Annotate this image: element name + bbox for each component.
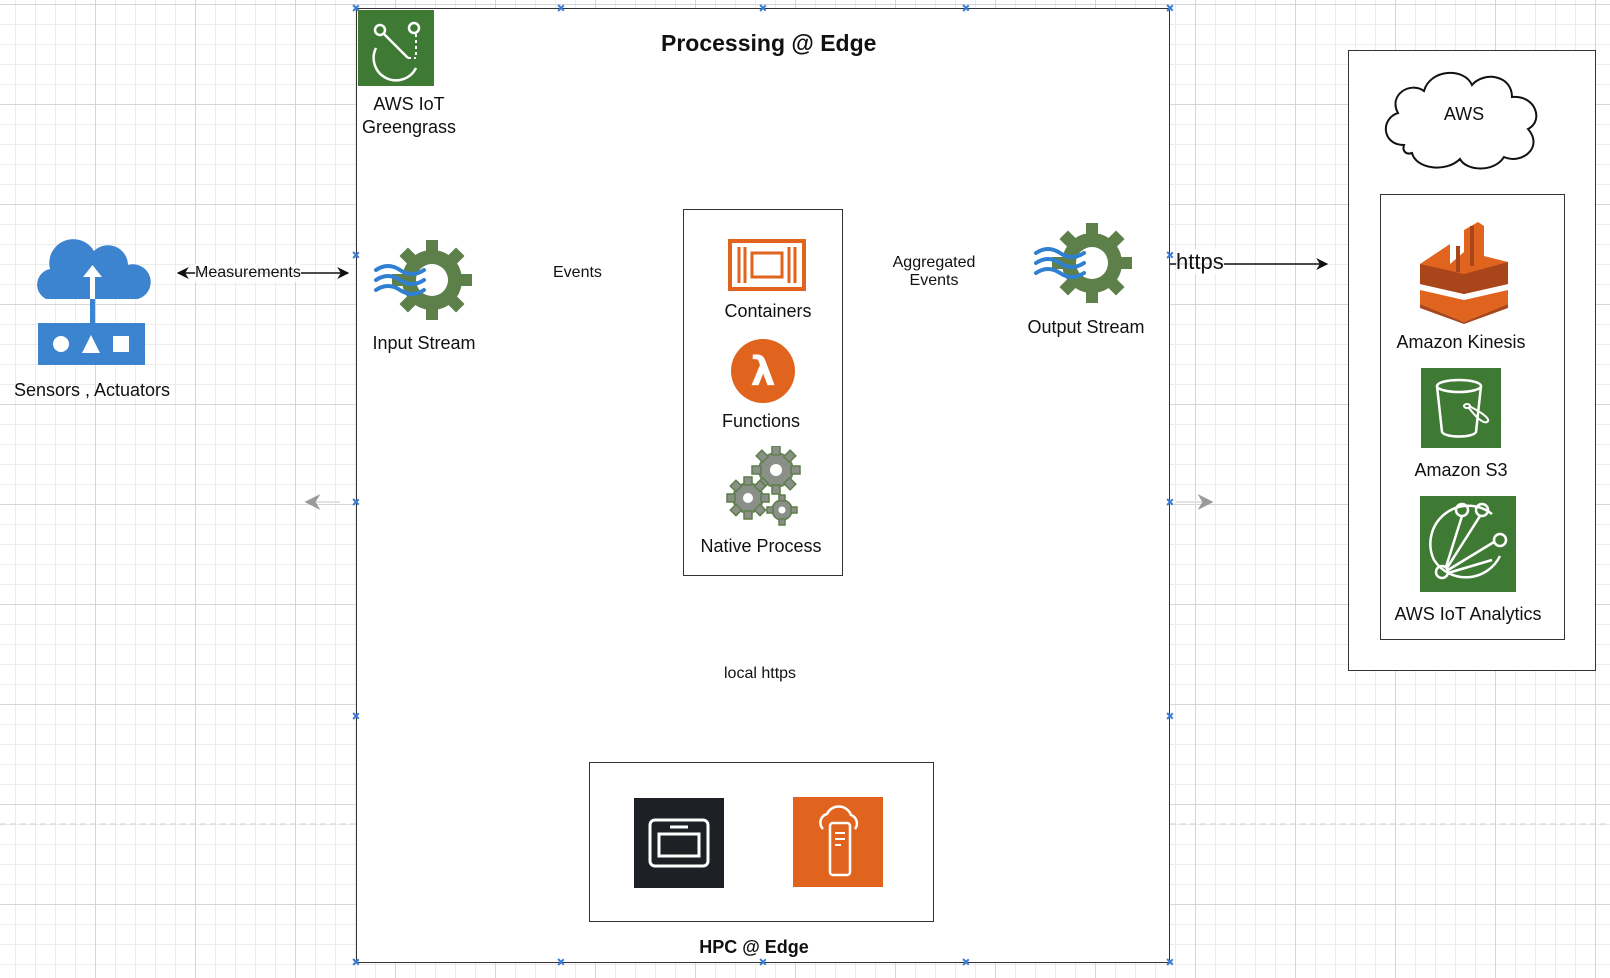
input-stream-label: Input Stream (372, 333, 476, 353)
edge-device-icon[interactable] (634, 798, 724, 888)
selection-handle (1167, 5, 1173, 11)
selection-handle (963, 5, 969, 11)
cloud-icon[interactable] (1376, 61, 1552, 173)
local-https-label: local https (724, 665, 797, 684)
selection-handle (963, 959, 969, 965)
input-stream-icon[interactable] (372, 240, 476, 322)
native-process-label: Native Process (700, 536, 822, 556)
hpc-edge-label: HPC @ Edge (699, 937, 809, 957)
kinesis-label: Amazon Kinesis (1396, 332, 1526, 352)
kinesis-icon[interactable] (1418, 222, 1510, 324)
svg-text:λ: λ (750, 349, 775, 395)
selection-handle (558, 959, 564, 965)
selection-handle (760, 959, 766, 965)
https-label: https (1176, 249, 1224, 275)
output-stream-label: Output Stream (1027, 317, 1145, 337)
lambda-icon[interactable]: λ (730, 338, 796, 404)
greengrass-label: AWS IoT Greengrass (361, 94, 457, 137)
aggregated-events-label: Aggregated Events (882, 254, 986, 291)
output-stream-icon[interactable] (1032, 223, 1136, 305)
selection-handle (353, 713, 359, 719)
s3-bucket-icon[interactable] (1421, 368, 1501, 448)
greengrass-icon[interactable] (358, 10, 434, 86)
selection-handle (1167, 713, 1173, 719)
container-icon[interactable] (728, 239, 806, 291)
selection-handle (760, 5, 766, 11)
containers-label: Containers (724, 301, 812, 321)
events-label: Events (553, 264, 602, 283)
processing-title: Processing @ Edge (661, 30, 877, 56)
sensors-label: Sensors , Actuators (13, 380, 171, 400)
selection-handle (1167, 499, 1173, 505)
outposts-server-icon[interactable] (793, 797, 883, 887)
selection-handle (558, 5, 564, 11)
selection-handle (1167, 252, 1173, 258)
iot-analytics-icon[interactable] (1420, 496, 1516, 592)
iot-sensor-cloud-icon[interactable] (30, 225, 154, 370)
s3-label: Amazon S3 (1414, 460, 1508, 480)
functions-label: Functions (721, 411, 801, 431)
iot-analytics-label: AWS IoT Analytics (1394, 604, 1542, 624)
selection-handle (1167, 959, 1173, 965)
selection-handle (353, 959, 359, 965)
selection-handle (353, 499, 359, 505)
aws-cloud-label: AWS (1443, 104, 1485, 124)
selection-handle (353, 252, 359, 258)
measurements-label: Measurements (195, 264, 301, 283)
gears-icon[interactable] (724, 445, 806, 530)
